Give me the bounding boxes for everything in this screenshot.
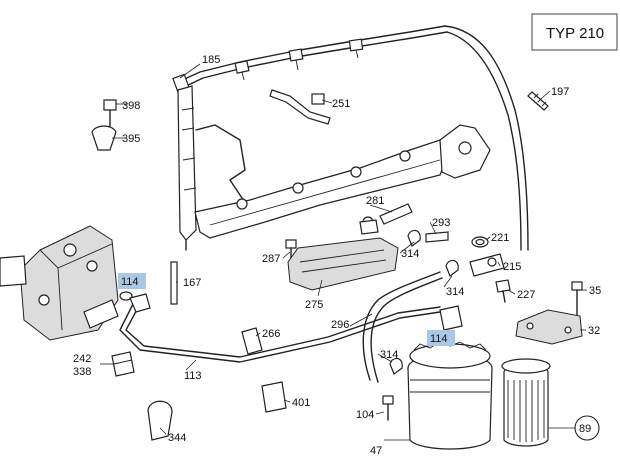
label-47: 47 [370, 445, 382, 457]
label-242: 242 [73, 353, 91, 365]
plate-32 [515, 309, 583, 345]
label-338: 338 [73, 366, 91, 378]
label-401: 401 [292, 397, 310, 409]
ring-221 [471, 236, 489, 248]
label-32: 32 [588, 325, 600, 337]
label-215: 215 [503, 261, 521, 273]
bolt-104 [382, 395, 394, 421]
hose-293 [425, 231, 449, 243]
part-labels: 185 398 395 251 197 281 293 221 287 314 … [73, 54, 601, 457]
label-275: 275 [305, 299, 323, 311]
label-114-left: 114 [121, 276, 139, 288]
label-293: 293 [432, 217, 450, 229]
clamp-314-upper [407, 229, 459, 277]
label-114-right: 114 [430, 333, 448, 345]
bracket-251 [269, 89, 331, 125]
ring-114-left [119, 291, 133, 301]
fitting-197 [527, 91, 549, 111]
label-281: 281 [366, 195, 384, 207]
valve-215 [469, 253, 505, 277]
fuel-rail [194, 124, 491, 239]
hose-296 [362, 271, 463, 383]
label-314-lower: 314 [380, 349, 398, 361]
injector [177, 85, 251, 251]
label-314-upper: 314 [401, 248, 419, 260]
label-89: 89 [579, 423, 591, 435]
label-287: 287 [262, 253, 280, 265]
highlight-114-right [427, 330, 455, 346]
clamp-242-338 [111, 351, 135, 377]
label-221: 221 [491, 232, 509, 244]
return-hose-185 [172, 25, 529, 251]
pipe-113 [119, 293, 441, 363]
label-35: 35 [589, 285, 601, 297]
label-113: 113 [184, 370, 202, 382]
leader-lines [100, 63, 587, 441]
filter-element [501, 358, 551, 447]
clip-395 [91, 125, 117, 151]
screw-398 [103, 99, 117, 129]
bolt-227 [495, 279, 511, 303]
callout-89-circle [574, 415, 600, 441]
label-197: 197 [551, 86, 569, 98]
type-label-box: TYP 210 [531, 13, 618, 51]
label-395: 395 [122, 133, 140, 145]
label-251: 251 [332, 98, 350, 110]
high-pressure-pump [0, 225, 119, 341]
clip-344 [147, 400, 173, 441]
bolt-35 [571, 281, 583, 317]
label-314-mid: 314 [446, 286, 464, 298]
rod-167 [170, 261, 178, 305]
clip-266 [241, 327, 263, 355]
label-344: 344 [168, 432, 186, 444]
label-167: 167 [183, 277, 201, 289]
cover-275 [287, 219, 399, 291]
label-185: 185 [202, 54, 220, 66]
filter-housing [407, 341, 493, 450]
type-label-text: TYP 210 [546, 25, 604, 42]
label-104: 104 [356, 409, 374, 421]
clip-401 [261, 381, 287, 413]
label-227: 227 [517, 289, 535, 301]
highlight-114-left [118, 273, 146, 289]
label-296: 296 [331, 319, 349, 331]
label-266: 266 [262, 328, 280, 340]
label-398: 398 [122, 100, 140, 112]
